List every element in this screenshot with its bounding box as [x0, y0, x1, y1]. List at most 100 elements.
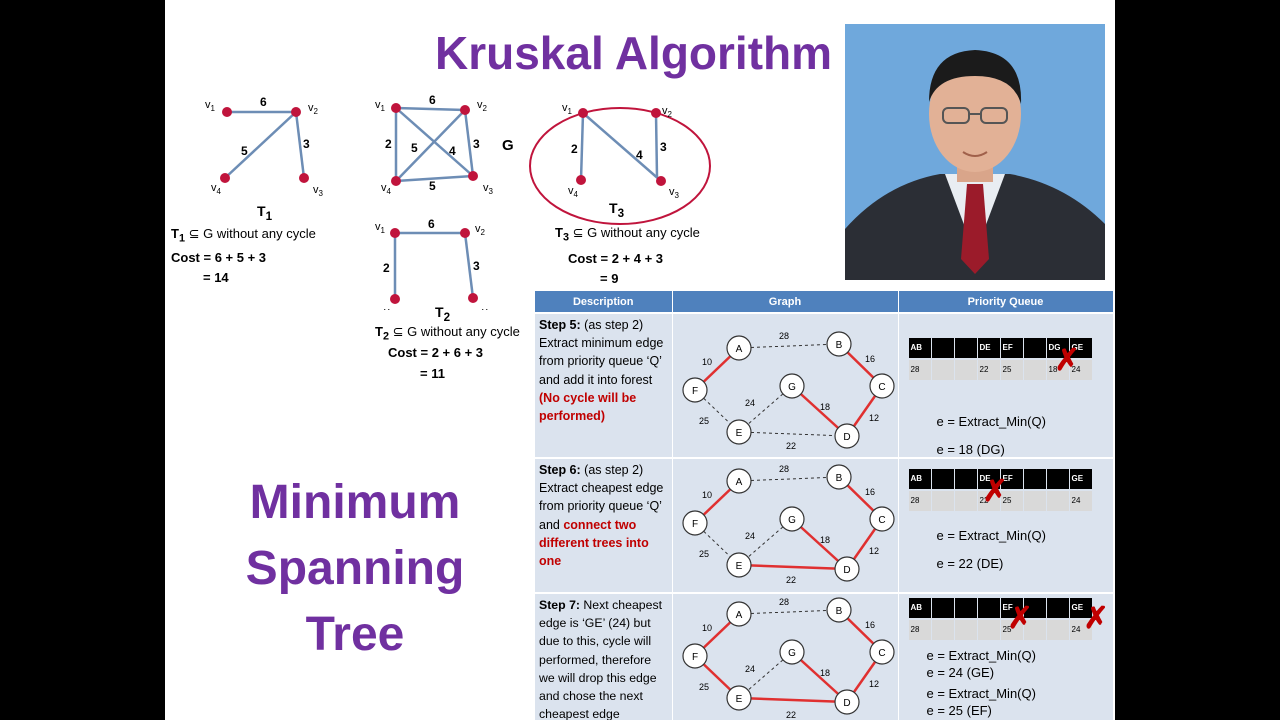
queue-cell: 24	[1069, 360, 1093, 380]
vertex	[390, 294, 400, 304]
vertex-label: C	[878, 648, 885, 659]
queue-value-row: 28 22 25 24	[908, 491, 1093, 511]
edge-line	[463, 232, 475, 299]
edge-line	[395, 109, 466, 182]
edge-weight: 18	[820, 535, 830, 545]
queue-cell	[954, 620, 978, 640]
edge-weight: 25	[699, 682, 709, 692]
edge-weight: 25	[699, 549, 709, 559]
t1-cost-total: = 14	[203, 270, 229, 285]
vertex	[725, 419, 752, 445]
queue-op: e = 22 (DE)	[936, 556, 1004, 571]
vertex-label: C	[878, 382, 885, 393]
edge-line	[395, 106, 466, 112]
vertex-label: v2	[477, 99, 488, 113]
vertex-label: B	[835, 606, 842, 617]
t2-caption-sub: 2	[382, 330, 389, 343]
edge-weight: 28	[779, 331, 789, 341]
queue-cell	[1023, 491, 1047, 511]
t3-cost-line: Cost = 2 + 4 + 3	[568, 251, 664, 266]
t2-caption-text: ⊆ G without any cycle	[392, 324, 520, 339]
queue-header-row: AB EF GE	[908, 598, 1093, 618]
edge-weight: 3	[473, 259, 480, 273]
vertex-label: B	[835, 473, 842, 484]
vertex	[222, 107, 232, 117]
removed-x-icon: ✗	[982, 475, 1008, 508]
vertex	[725, 552, 752, 578]
vertex	[656, 176, 666, 186]
edge-weight: 12	[869, 679, 879, 689]
t1-name-text: T	[257, 203, 266, 219]
edge-line	[579, 112, 585, 181]
vertex	[833, 556, 860, 582]
queue-cell	[1046, 469, 1070, 489]
vertex	[299, 173, 309, 183]
column-header: Graph	[672, 291, 899, 313]
queue-cell: GE	[1069, 598, 1093, 618]
vertex	[868, 639, 895, 665]
vertex	[681, 643, 708, 669]
edge-line	[224, 111, 297, 179]
edge-weight: 10	[702, 623, 712, 633]
priority-queue: AB DE EF DG GE 28 22 25	[908, 338, 1093, 380]
edge-weight: 2	[383, 261, 390, 275]
step-highlight: (No cycle will be performed)	[539, 390, 637, 424]
queue-cell	[1023, 598, 1047, 618]
queue-op: e = Extract_Min(Q)	[926, 686, 1036, 701]
vertex-label: v3	[483, 182, 494, 196]
edge-weight: 6	[428, 217, 435, 231]
vertex-label: v2	[308, 102, 319, 116]
vertex	[833, 689, 860, 715]
queue-cell: GE	[1069, 338, 1093, 358]
queue-cell: 22	[977, 491, 1001, 511]
vertex	[390, 228, 400, 238]
step-queue: AB EF GE 28 25	[898, 592, 1114, 720]
t3-caption-name: T	[555, 225, 563, 240]
vertex-label: v4	[211, 182, 222, 196]
edge-weight: 5	[429, 179, 436, 193]
edge-weight: 28	[779, 464, 789, 474]
edge-weight: 3	[660, 140, 667, 154]
vertex	[681, 377, 708, 403]
graph-svg: 28 16 12 18 22 24 25 10	[681, 597, 895, 720]
edge-line	[738, 696, 847, 704]
t3-caption: T3 ⊆ G without any cycle	[555, 225, 700, 244]
queue-cell	[931, 620, 955, 640]
edge-weight: 5	[411, 141, 418, 155]
queue-op: e = 18 (DG)	[936, 442, 1005, 457]
edge-weight: 28	[779, 597, 789, 607]
edge-weight: 12	[869, 413, 879, 423]
t1-caption-name: T	[171, 226, 179, 241]
vertex	[725, 601, 752, 627]
graph-g: 6 2 5 4 3 5 v1 v2 v4 v3 G	[375, 93, 514, 196]
presenter-photo	[845, 24, 1105, 280]
graph-svg: 28 16 12 18 22 24 25 10	[681, 464, 895, 585]
edge-line	[582, 112, 662, 182]
vertex	[651, 108, 661, 118]
vertex-label: A	[735, 477, 742, 488]
queue-cell: 28	[908, 360, 932, 380]
vertex	[468, 293, 478, 303]
table-row: Step 5: (as step 2) Extract minimum edge…	[535, 312, 1114, 458]
removed-x-icon: ✗	[1054, 344, 1080, 377]
queue-value-row: 28 25 24	[908, 620, 1093, 640]
vertex-label: v3	[669, 186, 680, 200]
queue-cell: AB	[908, 598, 932, 618]
vertex	[578, 108, 588, 118]
vertex-label: v3	[482, 306, 493, 310]
edge-weight: 24	[745, 664, 755, 674]
vertex	[725, 335, 752, 361]
queue-cell	[954, 598, 978, 618]
edge-line	[654, 112, 659, 178]
vertex-label: A	[735, 344, 742, 355]
t2-name-sub: 2	[443, 310, 451, 324]
vertex	[778, 639, 805, 665]
step-queue: AB DE EF DG GE 28 22 25	[898, 312, 1114, 458]
steps-table: Description Graph Priority Queue Step 5:…	[535, 291, 1114, 720]
vertex	[460, 105, 470, 115]
step-graph: 28 16 12 18 22 24 25 10	[672, 592, 899, 720]
presenter-illustration	[845, 24, 1105, 280]
queue-cell	[1046, 620, 1070, 640]
vertex-label: E	[735, 428, 742, 439]
step-label: Step 7:	[539, 598, 580, 612]
